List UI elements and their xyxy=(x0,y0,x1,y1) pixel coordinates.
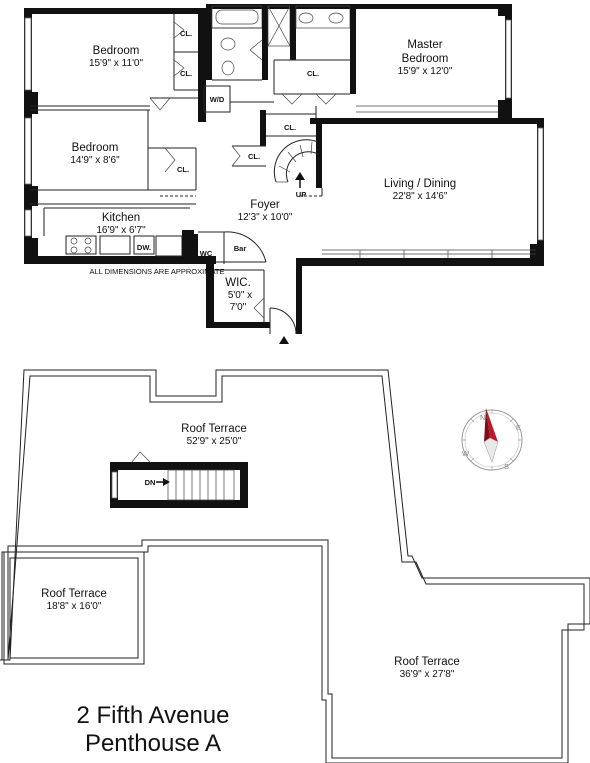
stair-up-label: UP xyxy=(296,190,306,199)
apartment-labels: Bedroom 15'9" x 11'0" Bedroom 14'9" x 8'… xyxy=(70,29,456,313)
master-name-1: Master xyxy=(407,39,442,51)
dishwasher-label: DW. xyxy=(137,243,151,252)
closet-label: CL. xyxy=(284,123,296,132)
compass-south-label: S xyxy=(504,462,509,471)
roof3-name: Roof Terrace xyxy=(394,656,460,668)
bedroom1-name: Bedroom xyxy=(93,45,140,57)
bedroom2-dims: 14'9" x 8'6" xyxy=(70,155,120,166)
closet-label: CL. xyxy=(248,152,260,161)
spiral-stair xyxy=(273,139,319,188)
roof3-dims: 36'9" x 27'8" xyxy=(400,669,455,680)
roof1-name: Roof Terrace xyxy=(181,423,247,435)
closet-label: CL. xyxy=(307,69,319,78)
roof2-dims: 18'8" x 16'0" xyxy=(47,601,102,612)
compass-west-label: W xyxy=(462,449,470,458)
compass-east-label: E xyxy=(516,423,521,432)
bedroom2-name: Bedroom xyxy=(72,142,119,154)
roof-terrace-outline: DN xyxy=(0,369,590,763)
kitchen-name: Kitchen xyxy=(102,212,140,224)
washer-dryer-label: W/D xyxy=(210,95,225,104)
closet-label: CL. xyxy=(180,69,192,78)
wc-label: WC xyxy=(200,249,213,258)
master-name-2: Bedroom xyxy=(402,53,449,65)
listing-title-line-1: 2 Fifth Avenue xyxy=(76,702,230,729)
living-name: Living / Dining xyxy=(384,178,456,190)
kitchen-dims: 16'9" x 6'7" xyxy=(96,225,146,236)
roof1-dims: 52'9" x 25'0" xyxy=(187,436,242,447)
compass-north-label: N xyxy=(480,413,485,422)
bedroom1-dims: 15'9" x 11'0" xyxy=(89,58,144,69)
wic-dims-2: 7'0" xyxy=(230,302,247,313)
listing-title-line-2: Penthouse A xyxy=(84,730,222,757)
dimensions-note: ALL DIMENSIONS ARE APPROXIMATE xyxy=(89,267,224,276)
foyer-dims: 12'3" x 10'0" xyxy=(238,212,293,223)
closet-label: CL. xyxy=(180,29,192,38)
wic-name: WIC. xyxy=(225,277,251,289)
wic-dims-1: 5'0" x xyxy=(228,290,252,301)
master-dims: 15'9" x 12'0" xyxy=(398,66,453,77)
apartment-walls xyxy=(24,4,544,266)
roof-labels: Roof Terrace 52'9" x 25'0" Roof Terrace … xyxy=(41,423,460,680)
roof2-name: Roof Terrace xyxy=(41,588,107,600)
roof-stair xyxy=(156,469,235,501)
compass-icon: N S W E xyxy=(461,408,523,471)
foyer-name: Foyer xyxy=(250,199,280,211)
interior-walls xyxy=(30,4,536,344)
bar-label: Bar xyxy=(234,244,247,253)
entry-arrow-icon xyxy=(279,336,289,344)
closet-label: CL. xyxy=(177,165,189,174)
living-dims: 22'8" x 14'6" xyxy=(393,191,448,202)
stair-down-label: DN xyxy=(145,478,156,487)
